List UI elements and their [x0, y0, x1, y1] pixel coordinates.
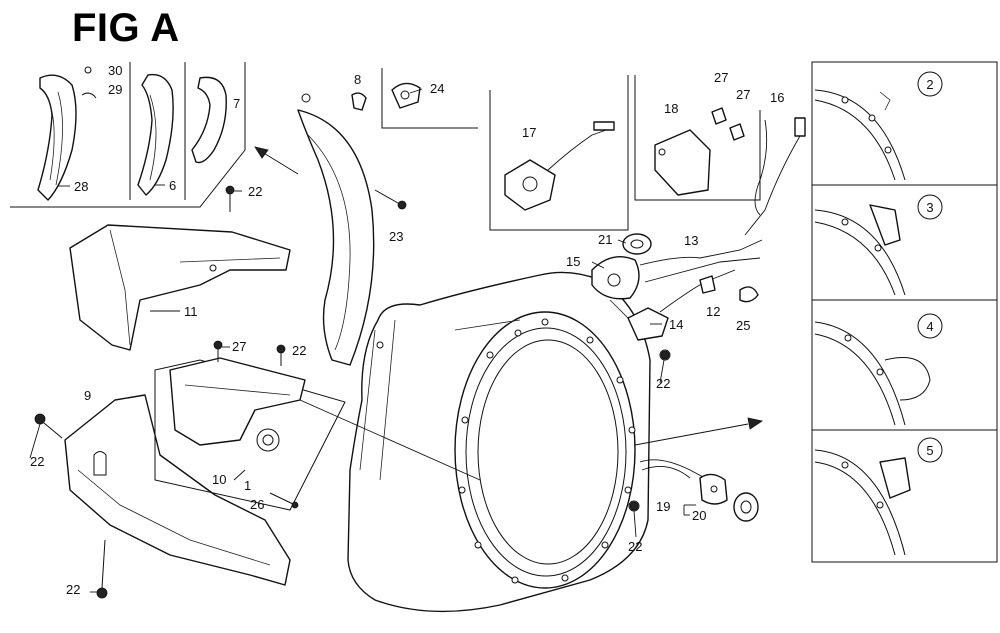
callout-1: 1	[244, 478, 251, 493]
detail-marker-4	[917, 313, 943, 339]
callout-22a: 22	[248, 184, 262, 199]
detail-label-3: 3	[926, 200, 933, 215]
callout-28: 28	[74, 179, 88, 194]
callout-9: 9	[84, 388, 91, 403]
detail-marker-3	[917, 194, 943, 220]
callout-27a: 27	[232, 339, 246, 354]
part-9-lower-cover	[64, 394, 291, 586]
detail-label-4: 4	[926, 319, 933, 334]
inset-shroud-variants	[10, 62, 246, 208]
housing-bolt-holes	[376, 318, 636, 584]
callout-leaders	[29, 88, 696, 593]
callout-10: 10	[212, 472, 226, 487]
callout-24: 24	[430, 81, 444, 96]
callout-29: 29	[108, 82, 122, 97]
part-6-shroud	[137, 73, 174, 196]
callouts: 30 29 7 28 6 22 8 24 23 11 27 22 9 22 22…	[30, 63, 784, 597]
bolt-22-left	[34, 413, 63, 439]
callout-11: 11	[184, 304, 198, 319]
callout-19: 19	[656, 499, 670, 514]
detail-label-5: 5	[926, 443, 933, 458]
wiring-components	[591, 117, 806, 361]
callout-8: 8	[354, 72, 361, 87]
inset-items-17-18	[489, 75, 761, 231]
detail-view-2	[814, 89, 906, 181]
callout-22d: 22	[66, 582, 80, 597]
part-11-cover	[69, 224, 291, 351]
callout-15: 15	[566, 254, 580, 269]
part-7-shroud	[191, 76, 227, 164]
callout-30: 30	[108, 63, 122, 78]
figure-title: FIG A	[72, 6, 180, 50]
bolt-26	[269, 492, 299, 509]
bolt-23	[374, 189, 407, 210]
detail-marker-5	[917, 437, 943, 463]
detail-view-column: 2 3 4 5	[811, 61, 998, 563]
callout-22e: 22	[656, 376, 670, 391]
callout-25: 25	[736, 318, 750, 333]
detail-view-3	[814, 204, 906, 296]
bolt-27-left	[213, 340, 223, 362]
bolt-22-bottom	[96, 539, 108, 599]
callout-26: 26	[250, 497, 264, 512]
callout-16: 16	[770, 90, 784, 105]
detail-view-5	[814, 449, 911, 556]
part-10-bracket-assembly	[154, 357, 346, 511]
callout-21: 21	[598, 232, 612, 247]
callout-14: 14	[669, 317, 683, 332]
arrow-inset	[254, 146, 299, 175]
callout-22c: 22	[30, 454, 44, 469]
callout-17: 17	[522, 125, 536, 140]
callout-22f: 22	[628, 539, 642, 554]
callout-20: 20	[692, 508, 706, 523]
detail-label-2: 2	[926, 77, 933, 92]
bolt-22-wiring	[660, 350, 670, 360]
callout-18: 18	[664, 101, 678, 116]
callout-13: 13	[684, 233, 698, 248]
callout-7: 7	[233, 96, 240, 111]
detail-view-4	[814, 321, 931, 426]
callout-22b: 22	[292, 343, 306, 358]
part-23-shroud	[297, 93, 375, 366]
callout-23: 23	[389, 229, 403, 244]
callout-6: 6	[169, 178, 176, 193]
arrow-detail	[634, 417, 764, 446]
callout-12: 12	[706, 304, 720, 319]
callout-27b: 27	[714, 70, 728, 85]
inset-items-8-24	[351, 68, 478, 129]
bolts	[34, 185, 670, 599]
detail-marker-2	[917, 71, 943, 97]
blower-housing	[347, 271, 651, 613]
bolt-22-housing	[629, 501, 639, 511]
callout-27c: 27	[736, 87, 750, 102]
bolt-22-mid	[276, 344, 286, 366]
bolt-22-top	[225, 185, 235, 212]
